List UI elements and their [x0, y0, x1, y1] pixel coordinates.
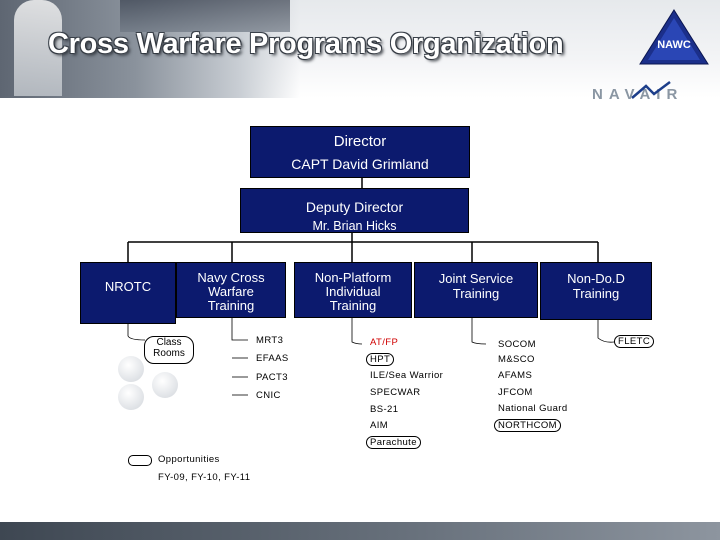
sailor-image: [14, 0, 62, 96]
non-dod-item-opportunity: FLETC: [614, 335, 655, 348]
non-platform-item-opportunity: HPT: [366, 353, 395, 366]
joint-service-item: SOCOM: [498, 339, 536, 350]
decorative-circle: [118, 356, 144, 382]
deputy-title: Deputy Director: [305, 199, 404, 215]
deputy-name: Mr. Brian Hicks: [312, 219, 397, 233]
non-platform-box: Non-Platform Individual Training: [294, 262, 412, 318]
navy-cross-line-1: Navy Cross: [197, 270, 265, 285]
navy-cross-item: CNIC: [256, 390, 281, 401]
director-name: CAPT David Grimland: [291, 156, 429, 172]
non-platform-item: SPECWAR: [370, 387, 421, 398]
navy-cross-line-3: Training: [207, 298, 255, 313]
navair-swoosh-icon: [631, 81, 671, 99]
director-box: Director CAPT David Grimland: [250, 126, 470, 178]
joint-service-item: National Guard: [498, 403, 568, 414]
nrotc-label: NROTC: [104, 279, 152, 294]
joint-service-item-opportunity: NORTHCOM: [494, 419, 561, 432]
director-title: Director: [333, 133, 387, 150]
legend-label: Opportunities: [158, 454, 220, 465]
non-platform-line-2: Individual: [325, 284, 381, 299]
nrotc-box: NROTC: [80, 262, 176, 324]
non-platform-item: ILE/Sea Warrior: [370, 370, 444, 381]
non-platform-line-1: Non-Platform: [314, 270, 392, 285]
ship-image: [120, 0, 290, 32]
class-rooms-line-1: Class: [156, 337, 182, 348]
joint-service-item: JFCOM: [498, 387, 533, 398]
decorative-circle: [152, 372, 178, 398]
non-dod-box: Non-Do.D Training: [540, 262, 652, 320]
decorative-circle: [118, 384, 144, 410]
non-platform-item-opportunity: Parachute: [366, 436, 421, 449]
joint-service-item: AFAMS: [498, 370, 533, 381]
class-rooms-item: Class Rooms: [144, 336, 194, 364]
footer-bar: [0, 522, 720, 540]
joint-service-line-2: Training: [452, 286, 500, 301]
non-dod-line-2: Training: [572, 286, 620, 301]
navy-cross-line-2: Warfare: [208, 284, 254, 299]
nawc-logo: NAWC: [639, 9, 709, 65]
non-platform-line-3: Training: [329, 298, 377, 313]
non-platform-item-highlighted: AT/FP: [370, 337, 399, 348]
header-banner: [0, 0, 720, 98]
joint-service-line-1: Joint Service: [438, 271, 514, 286]
navy-cross-item: PACT3: [256, 372, 288, 383]
deputy-director-box: Deputy Director Mr. Brian Hicks: [240, 188, 469, 233]
non-dod-line-1: Non-Do.D: [567, 271, 625, 286]
non-platform-item: BS-21: [370, 404, 399, 415]
page-title: Cross Warfare Programs Organization: [48, 28, 564, 60]
non-platform-item: AIM: [370, 420, 389, 431]
legend-years: FY-09, FY-10, FY-11: [158, 472, 251, 483]
class-rooms-line-2: Rooms: [153, 348, 185, 359]
navy-cross-warfare-box: Navy Cross Warfare Training: [176, 262, 286, 318]
joint-service-box: Joint Service Training: [414, 262, 538, 318]
nawc-logo-text: NAWC: [657, 39, 691, 51]
joint-service-item: M&SCO: [498, 354, 535, 365]
navy-cross-item: MRT3: [256, 335, 284, 346]
legend-swatch: [128, 455, 152, 466]
navy-cross-item: EFAAS: [256, 353, 289, 364]
